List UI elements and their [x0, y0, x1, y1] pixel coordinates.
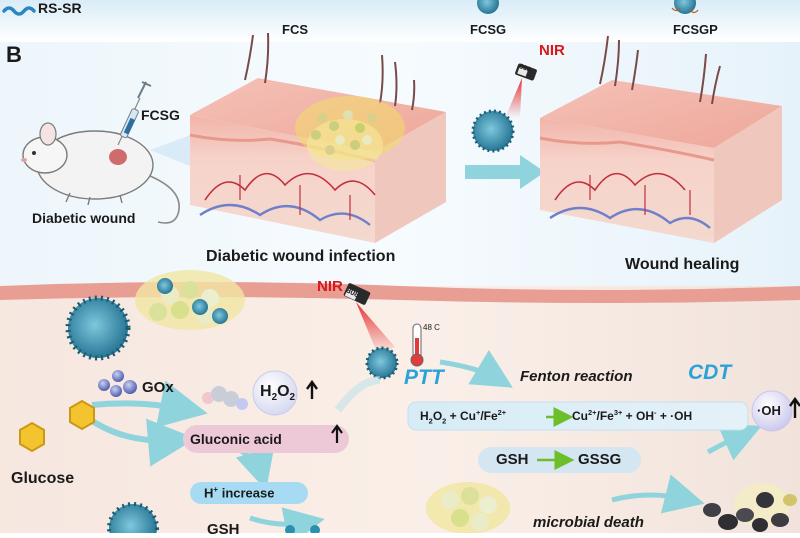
rs-sr-legend-label: RS-SR — [38, 0, 82, 16]
mouse-label: Diabetic wound — [32, 210, 136, 226]
microbial-label: microbial death — [533, 514, 644, 531]
fcsgp-particle-partial — [671, 0, 699, 14]
fcsg-nanoparticle-bottom — [107, 502, 159, 533]
ptt-to-fenton-arrow — [439, 349, 513, 388]
h-increase-label: H+ increase — [204, 485, 275, 501]
infected-skin-block — [189, 32, 446, 243]
ptt-label: PTT — [404, 366, 444, 389]
h-increase-pill-bg — [190, 482, 308, 504]
fcsg-nanoparticle-large — [65, 295, 131, 361]
nir-label-mech: NIR — [317, 278, 343, 295]
rs-sr-legend-icon — [2, 6, 36, 16]
fenton-reaction-box — [407, 401, 749, 431]
healing-label: Wound healing — [625, 256, 740, 273]
infection-label: Diabetic wound infection — [206, 248, 396, 265]
nir-laser-device-2 — [343, 283, 395, 355]
gsh-bottom-label: GSH — [207, 521, 240, 538]
biofilm-cluster — [135, 270, 245, 330]
oh-up-arrow — [789, 396, 800, 418]
thermometer-text: 48 C — [423, 323, 440, 332]
healed-skin-block — [539, 35, 782, 243]
fenton-products: Cu2+/Fe3+ + OH- + ·OH — [572, 408, 693, 423]
oh-radical-circle — [751, 390, 793, 432]
nir-label-b: NIR — [539, 42, 565, 59]
fcs-label: FCS — [282, 22, 308, 37]
oh-radical-label: ·OH — [757, 403, 781, 418]
to-oh-arrow — [706, 423, 762, 461]
gssg-product: GSSG — [578, 451, 622, 468]
h2o2-badge-label: H2O2 — [260, 383, 296, 404]
fenton-reactants: H2O2 + Cu+/Fe2+ — [420, 408, 507, 426]
glucose-molecule-icons — [19, 399, 95, 453]
panel-letter: B — [6, 42, 22, 67]
fcsg-particle-partial — [477, 0, 499, 14]
h2o2-flow-arrow — [334, 376, 381, 413]
bacteria-cluster-bottom — [426, 482, 510, 533]
h2o2-up-arrow — [306, 379, 318, 399]
process-arrow — [465, 155, 545, 189]
glucose-label: Glucose — [11, 470, 75, 487]
cdt-label: CDT — [688, 361, 732, 384]
gox-enzyme-icon — [98, 370, 137, 397]
gox-label: GOx — [142, 379, 174, 396]
nir-laser-device — [505, 63, 537, 118]
fcsg-nanoparticle-ptt — [365, 346, 399, 380]
to-microbe-arrow — [611, 474, 705, 514]
fcsg-label: FCSG — [470, 22, 507, 37]
fcsgp-label: FCSGP — [673, 22, 718, 37]
h2o2-badge-circle — [252, 370, 298, 416]
fcsg-nanoparticle-b — [471, 109, 515, 153]
gluconic-up-arrow — [331, 424, 343, 443]
top-strip-bg — [0, 0, 800, 42]
gluconic-acid-pill-bg — [183, 425, 349, 453]
gsh-bottom-arrow — [249, 507, 325, 533]
h2o2-molecule-icon — [202, 386, 248, 410]
dead-bacteria-cluster — [703, 483, 797, 532]
injection-label: FCSG — [141, 107, 180, 123]
gsh-bottom-beads — [285, 525, 320, 533]
glucose-to-h2o2-arrow — [91, 380, 208, 428]
gluconic-label: Gluconic acid — [190, 431, 282, 447]
gsh-reactant: GSH — [496, 451, 529, 468]
thermometer-icon — [410, 323, 424, 367]
syringe-icon — [117, 81, 152, 146]
fenton-label: Fenton reaction — [520, 368, 633, 385]
mouse-illustration — [21, 122, 180, 224]
